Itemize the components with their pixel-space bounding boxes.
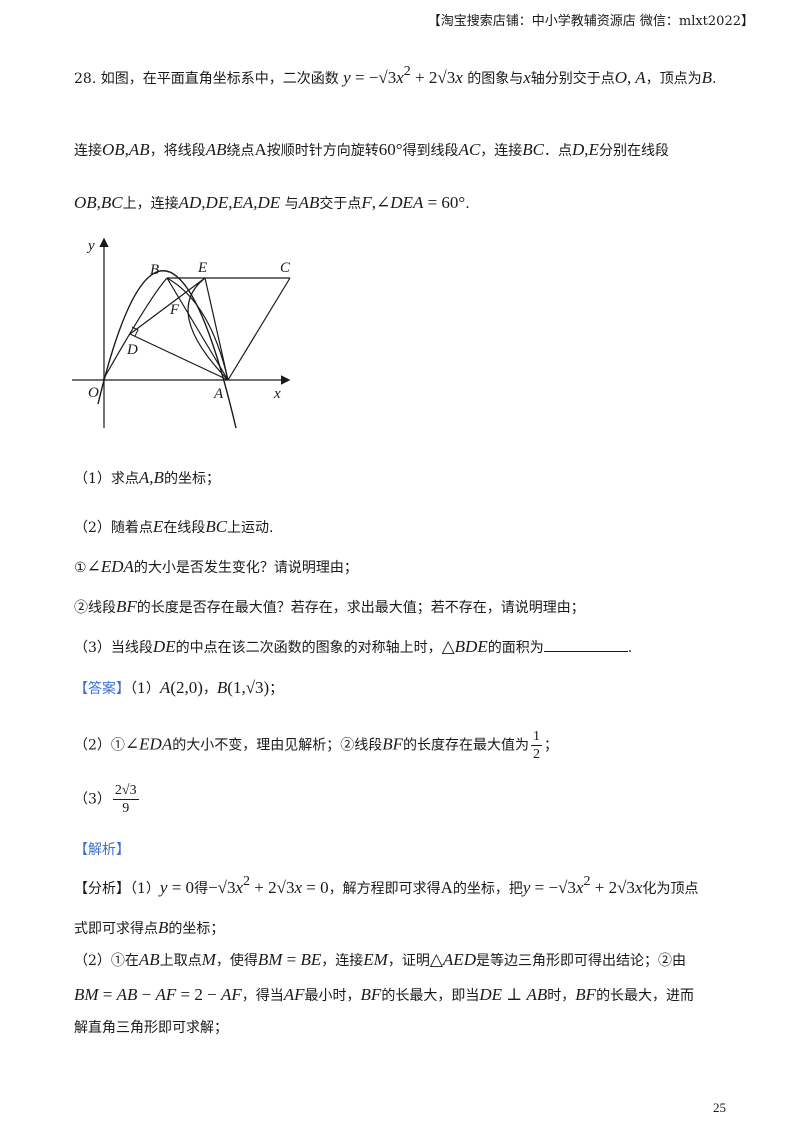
analysis-line-2: 式即可求得点B的坐标；	[74, 918, 225, 937]
arc-boundary	[102, 277, 168, 381]
label-O: O	[88, 385, 99, 401]
label-A: A	[213, 386, 224, 402]
question-1: （1）求点A,B的坐标；	[74, 468, 220, 487]
analysis-line-5: 解直角三角形即可求解；	[74, 1020, 228, 1036]
right-angle-mark	[131, 326, 139, 337]
problem-line-3: OB,BC上，连接AD,DE,EA,DE 与AB交于点F,∠DEA = 60°.	[74, 193, 470, 212]
question-2: （2）随着点E在线段BC上运动.	[74, 517, 274, 536]
segment-AB	[166, 277, 229, 381]
segment-AC	[227, 277, 291, 381]
problem-line-1: 28. 如图，在平面直角坐标系中，二次函数 y = −√3x2 + 2√3x 的…	[74, 64, 717, 87]
analysis-line-4: BM = AB − AF = 2 − AF，得当AF最小时，BF的长最大，即当D…	[74, 985, 695, 1004]
question-2-1: ①∠EDA的大小是否发生变化？请说明理由；	[74, 557, 358, 576]
analysis-line-1: 【分析】（1）y = 0得−√3x2 + 2√3x = 0，解方程即可求得A的坐…	[74, 874, 699, 897]
label-x: x	[273, 386, 281, 402]
question-2-2: ②线段BF的长度是否存在最大值？若存在，求出最大值；若不存在，请说明理由；	[74, 597, 585, 616]
label-y: y	[86, 238, 95, 254]
arc-inner-2	[187, 277, 229, 381]
page-header: 【淘宝搜索店铺：中小学教辅资源店 微信：mlxt2022】	[427, 14, 754, 29]
parabola-curve	[97, 270, 237, 429]
segment-DE	[129, 277, 206, 335]
label-F: F	[169, 302, 180, 318]
analysis-line-3: （2）①在AB上取点M，使得BM = BE，连接EM，证明△AED是等边三角形即…	[74, 950, 686, 969]
problem-line-2: 连接OB,AB，将线段AB绕点A按顺时针方向旋转60°得到线段AC，连接BC．点…	[74, 140, 669, 159]
answer-blank	[543, 637, 628, 652]
segment-AD	[129, 333, 229, 381]
geometry-figure: y x O A B C D E F	[72, 237, 291, 429]
page-number: 25	[713, 1100, 726, 1115]
question-3: （3）当线段DE的中点在该二次函数的图象的对称轴上时，△BDE的面积为.	[74, 637, 633, 656]
answer-line-1: 【答案】（1）A(2,0)，B(1,√3)；	[74, 678, 284, 697]
analysis-tag: 【解析】	[74, 842, 130, 858]
label-D: D	[126, 342, 138, 358]
label-E: E	[197, 260, 207, 276]
label-B: B	[150, 262, 159, 278]
label-C: C	[280, 260, 291, 276]
answer-tag: 【答案】	[74, 681, 130, 697]
segment-EA	[204, 277, 229, 381]
function-formula: y	[343, 68, 351, 87]
